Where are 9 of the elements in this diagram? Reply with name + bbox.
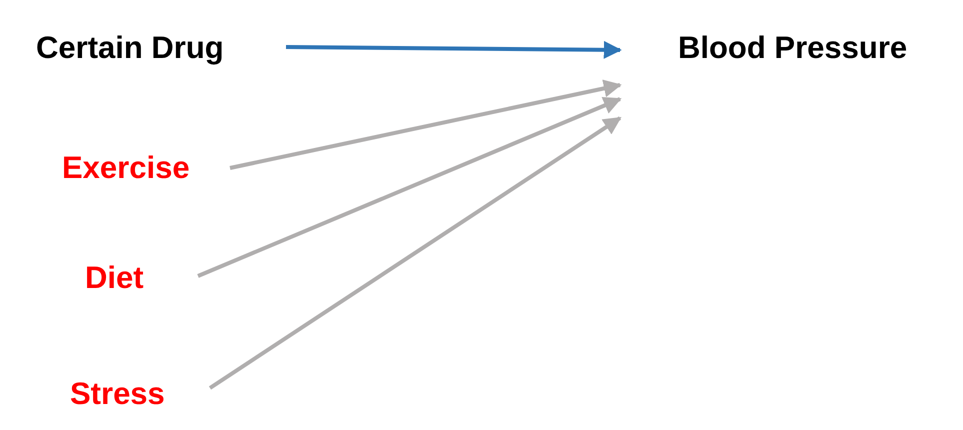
- node-label: Certain Drug: [36, 29, 224, 67]
- node-label: Stress: [70, 375, 165, 413]
- arrow: [197, 96, 622, 278]
- node-label: Exercise: [62, 149, 190, 187]
- node-label: Diet: [85, 259, 144, 297]
- arrow: [286, 40, 622, 59]
- arrow: [208, 116, 622, 390]
- node-label: Blood Pressure: [678, 29, 908, 67]
- arrow: [230, 80, 622, 170]
